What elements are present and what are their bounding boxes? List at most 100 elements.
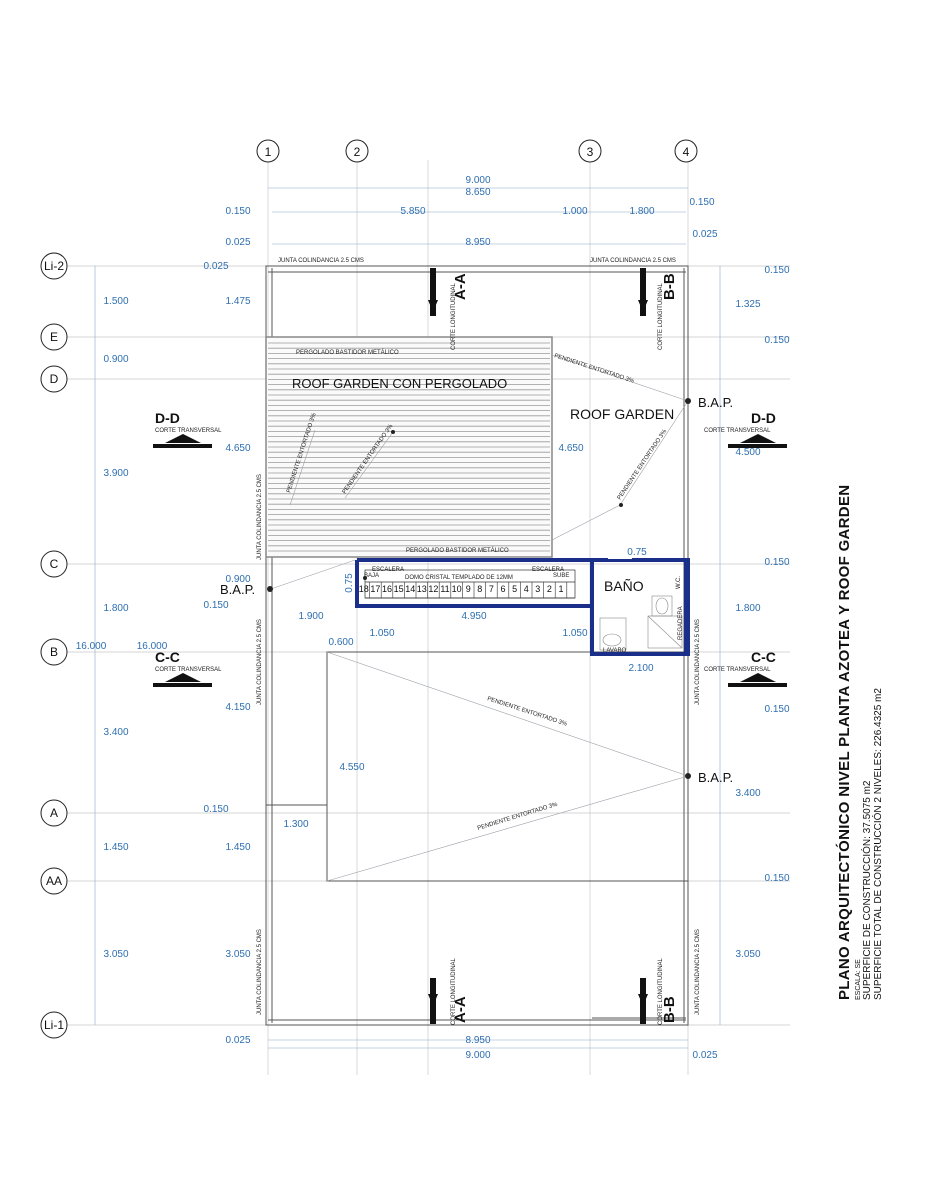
svg-text:1: 1 xyxy=(265,145,272,159)
svg-text:0.600: 0.600 xyxy=(328,637,353,648)
section-marker-cc-right: C-C CORTE TRANSVERSAL xyxy=(704,649,787,687)
section-marker-aa-top: A-A CORTE LONGITUDINAL xyxy=(428,268,469,350)
svg-text:PERGOLADO BASTIDOR METÁLICO: PERGOLADO BASTIDOR METÁLICO xyxy=(406,547,509,554)
stair-step-number: 13 xyxy=(417,584,427,594)
svg-text:E: E xyxy=(50,330,58,344)
stair-step-number: 5 xyxy=(512,584,517,594)
axis-bubble-2: 2 xyxy=(345,139,369,163)
stair-step-number: 4 xyxy=(524,584,529,594)
dimension-lines xyxy=(94,187,721,1049)
stair-step-number: 15 xyxy=(394,584,404,594)
dims-left-outer: 1.500 0.900 3.900 1.800 16.000 3.400 1.4… xyxy=(76,296,129,960)
stair-step-number: 17 xyxy=(370,584,380,594)
svg-text:REGADERA: REGADERA xyxy=(678,606,684,640)
svg-text:1.800: 1.800 xyxy=(629,206,654,217)
svg-text:4.650: 4.650 xyxy=(558,443,583,454)
svg-text:16.000: 16.000 xyxy=(76,641,107,652)
svg-text:1.500: 1.500 xyxy=(103,296,128,307)
axis-bubble-1: 1 xyxy=(256,139,280,163)
svg-text:CORTE TRANSVERSAL: CORTE TRANSVERSAL xyxy=(155,428,222,434)
dims-bottom: 0.025 8.950 9.000 0.025 xyxy=(225,1035,717,1061)
scale-label: ESCALA: SE xyxy=(855,959,862,1000)
svg-text:JUNTA COLINDANCIA 2.5 CMS: JUNTA COLINDANCIA 2.5 CMS xyxy=(257,929,263,1015)
svg-text:B: B xyxy=(50,645,58,659)
svg-text:A-A: A-A xyxy=(452,273,469,300)
section-marker-dd-right: D-D CORTE TRANSVERSAL xyxy=(704,410,787,448)
svg-text:CORTE TRANSVERSAL: CORTE TRANSVERSAL xyxy=(704,667,771,673)
svg-text:1.000: 1.000 xyxy=(562,206,587,217)
svg-text:3.400: 3.400 xyxy=(103,727,128,738)
svg-text:0.150: 0.150 xyxy=(764,873,789,884)
svg-text:B-B: B-B xyxy=(661,273,678,300)
axis-bubble-a: A xyxy=(40,799,68,827)
svg-text:C-C: C-C xyxy=(751,649,776,665)
svg-text:1.900: 1.900 xyxy=(298,611,323,622)
svg-text:3.400: 3.400 xyxy=(735,788,760,799)
svg-text:8.950: 8.950 xyxy=(465,1035,490,1046)
svg-text:0.025: 0.025 xyxy=(203,261,228,272)
svg-text:B.A.P.: B.A.P. xyxy=(220,582,255,597)
svg-text:JUNTA COLINDANCIA 2.5 CMS: JUNTA COLINDANCIA 2.5 CMS xyxy=(590,258,676,264)
svg-text:5.850: 5.850 xyxy=(400,206,425,217)
svg-text:3.900: 3.900 xyxy=(103,468,128,479)
svg-text:C-C: C-C xyxy=(155,649,180,665)
axis-bubbles-left: Li-2 E D C B A AA Li-1 xyxy=(40,252,68,1039)
svg-text:4.650: 4.650 xyxy=(225,443,250,454)
plan-labels: JUNTA COLINDANCIA 2.5 CMS JUNTA COLINDAN… xyxy=(220,258,733,785)
svg-text:ROOF GARDEN CON PERGOLADO: ROOF GARDEN CON PERGOLADO xyxy=(292,376,507,391)
svg-text:CORTE LONGITUDINAL: CORTE LONGITUDINAL xyxy=(658,957,664,1025)
total-construction-area: SUPERFICIE TOTAL DE CONSTRUCCIÓN 2 NIVEL… xyxy=(873,688,884,1000)
axis-bubbles-top: 1 2 3 4 xyxy=(256,139,698,163)
svg-text:4.500: 4.500 xyxy=(735,447,760,458)
svg-text:1.800: 1.800 xyxy=(103,603,128,614)
svg-text:W.C.: W.C. xyxy=(676,576,682,589)
svg-text:CORTE LONGITUDINAL: CORTE LONGITUDINAL xyxy=(451,957,457,1025)
svg-text:CORTE TRANSVERSAL: CORTE TRANSVERSAL xyxy=(704,428,771,434)
svg-text:0.150: 0.150 xyxy=(203,804,228,815)
svg-text:0.025: 0.025 xyxy=(692,229,717,240)
svg-text:3: 3 xyxy=(587,145,594,159)
svg-text:JUNTA COLINDANCIA 2.5 CMS: JUNTA COLINDANCIA 2.5 CMS xyxy=(695,619,701,705)
stair-step-number: 18 xyxy=(359,584,369,594)
svg-text:3.050: 3.050 xyxy=(735,949,760,960)
svg-text:Li-1: Li-1 xyxy=(44,1018,64,1032)
section-marker-dd-left: D-D CORTE TRANSVERSAL xyxy=(153,410,222,448)
svg-text:4.550: 4.550 xyxy=(339,762,364,773)
drawing-title: PLANO ARQUITECTÓNICO NIVEL PLANTA AZOTEA… xyxy=(836,484,853,1000)
stair-step-number: 7 xyxy=(489,584,494,594)
svg-text:0.150: 0.150 xyxy=(764,265,789,276)
svg-text:1.450: 1.450 xyxy=(103,842,128,853)
svg-text:JUNTA COLINDANCIA 2.5 CMS: JUNTA COLINDANCIA 2.5 CMS xyxy=(695,929,701,1015)
svg-text:B.A.P.: B.A.P. xyxy=(698,395,733,410)
dims-top: 9.000 8.650 0.150 5.850 1.000 1.800 0.15… xyxy=(203,175,717,272)
svg-text:0.025: 0.025 xyxy=(692,1050,717,1061)
svg-text:PENDIENTE ENTORTADO 3%: PENDIENTE ENTORTADO 3% xyxy=(553,353,635,385)
svg-text:9.000: 9.000 xyxy=(465,1050,490,1061)
svg-text:BAJA: BAJA xyxy=(364,573,379,579)
svg-text:1.450: 1.450 xyxy=(225,842,250,853)
drain-dots xyxy=(267,398,691,779)
stair-step-number: 1 xyxy=(558,584,563,594)
svg-text:0.025: 0.025 xyxy=(225,1035,250,1046)
stair-step-number: 16 xyxy=(382,584,392,594)
svg-text:PERGOLADO BASTIDOR METÁLICO: PERGOLADO BASTIDOR METÁLICO xyxy=(296,349,399,356)
svg-text:LAVABO: LAVABO xyxy=(603,648,626,654)
svg-text:4: 4 xyxy=(683,145,690,159)
axis-bubble-d: D xyxy=(40,365,68,393)
stair-bath-walls xyxy=(355,553,690,656)
stair-step-number: 14 xyxy=(405,584,415,594)
slope-lines xyxy=(267,354,689,882)
svg-text:B-B: B-B xyxy=(661,996,678,1023)
svg-text:0.75: 0.75 xyxy=(344,573,355,593)
construction-area: SUPERFICIE DE CONSTRUCCIÓN: 37.5075 m2 xyxy=(862,780,873,1001)
stair-step-number: 6 xyxy=(500,584,505,594)
svg-text:9.000: 9.000 xyxy=(465,175,490,186)
stair-step-number: 12 xyxy=(428,584,438,594)
stair-step-number: 3 xyxy=(535,584,540,594)
svg-text:4.150: 4.150 xyxy=(225,702,250,713)
svg-text:1.800: 1.800 xyxy=(735,603,760,614)
title-block: PLANO ARQUITECTÓNICO NIVEL PLANTA AZOTEA… xyxy=(836,485,884,1000)
axis-bubble-e: E xyxy=(40,323,68,351)
dims-right: 0.150 1.325 0.150 4.500 0.150 1.800 0.15… xyxy=(735,265,789,960)
